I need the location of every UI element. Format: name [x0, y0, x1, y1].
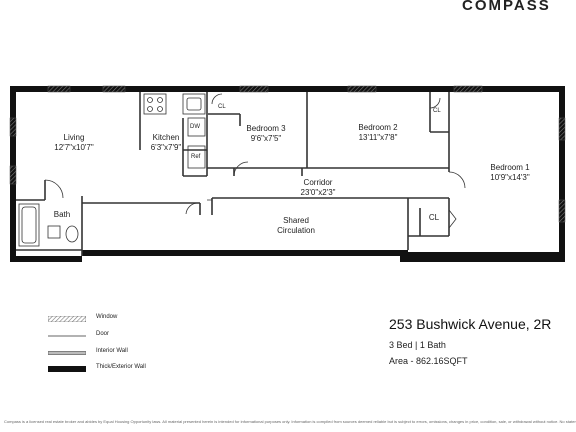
shared-name2: Circulation [277, 226, 315, 235]
bedroom1-label: Bedroom 1 10'9"x14'3" [482, 163, 538, 183]
bath-name: Bath [53, 210, 71, 219]
listing-beds-baths: 3 Bed | 1 Bath [389, 340, 446, 350]
kitchen-label: Kitchen 6'3"x7'9" [146, 133, 186, 153]
listing-area: Area - 862.16SQFT [389, 356, 468, 366]
living-name: Living [63, 133, 85, 142]
closet-label-hall: CL [428, 213, 440, 222]
bath-label: Bath [48, 210, 76, 220]
bedroom3-dims: 9'6"x7'5" [250, 134, 282, 143]
exterior-wall-symbol [48, 366, 86, 372]
shared-circulation-label: Shared Circulation [268, 216, 324, 236]
living-label: Living 12'7"x10'7" [52, 133, 96, 153]
corridor-divider [199, 198, 213, 215]
window-symbol [48, 316, 86, 322]
windows [9, 85, 566, 223]
closet-label-bedroom1: CL [433, 108, 441, 114]
bedroom1-name: Bedroom 1 [490, 163, 530, 172]
shared-name: Shared [283, 216, 309, 225]
doors [44, 93, 466, 229]
bath-fixtures [18, 203, 79, 247]
legend-window-text: Window [96, 314, 118, 320]
kitchen-fixtures [143, 93, 206, 169]
bedroom2-name: Bedroom 2 [358, 123, 398, 132]
corridor-dims: 23'0"x2'3" [300, 188, 336, 197]
bedroom1-dims: 10'9"x14'3" [490, 173, 530, 182]
listing-address: 253 Bushwick Avenue, 2R [389, 316, 552, 332]
corridor-name: Corridor [303, 178, 333, 187]
closet-label-bedroom3: CL [218, 104, 226, 110]
kitchen-name: Kitchen [152, 133, 180, 142]
refrigerator-label: Ref [191, 154, 201, 160]
bedroom2-label: Bedroom 2 13'11"x7'8" [348, 123, 408, 143]
bedroom3-name: Bedroom 3 [246, 124, 286, 133]
legend-door-text: Door [96, 331, 110, 337]
legend-interior-wall-text: Interior Wall [96, 348, 128, 354]
dishwasher-label: DW [190, 124, 200, 130]
interior-walls [16, 92, 450, 256]
bedroom3-label: Bedroom 3 9'6"x7'5" [238, 124, 294, 144]
corridor-label: Corridor 23'0"x2'3" [290, 178, 346, 198]
floor-plan [9, 85, 566, 262]
living-dims: 12'7"x10'7" [54, 143, 94, 152]
legend-exterior-wall-text: Thick/Exterior Wall [96, 364, 146, 370]
bedroom2-dims: 13'11"x7'8" [358, 133, 398, 142]
compass-logo: COMPASS [462, 0, 551, 14]
door-symbol [48, 335, 86, 337]
interior-wall-symbol [48, 351, 86, 355]
kitchen-dims: 6'3"x7'9" [150, 143, 182, 152]
disclaimer-text: Compass is a licensed real estate broker… [4, 419, 576, 424]
